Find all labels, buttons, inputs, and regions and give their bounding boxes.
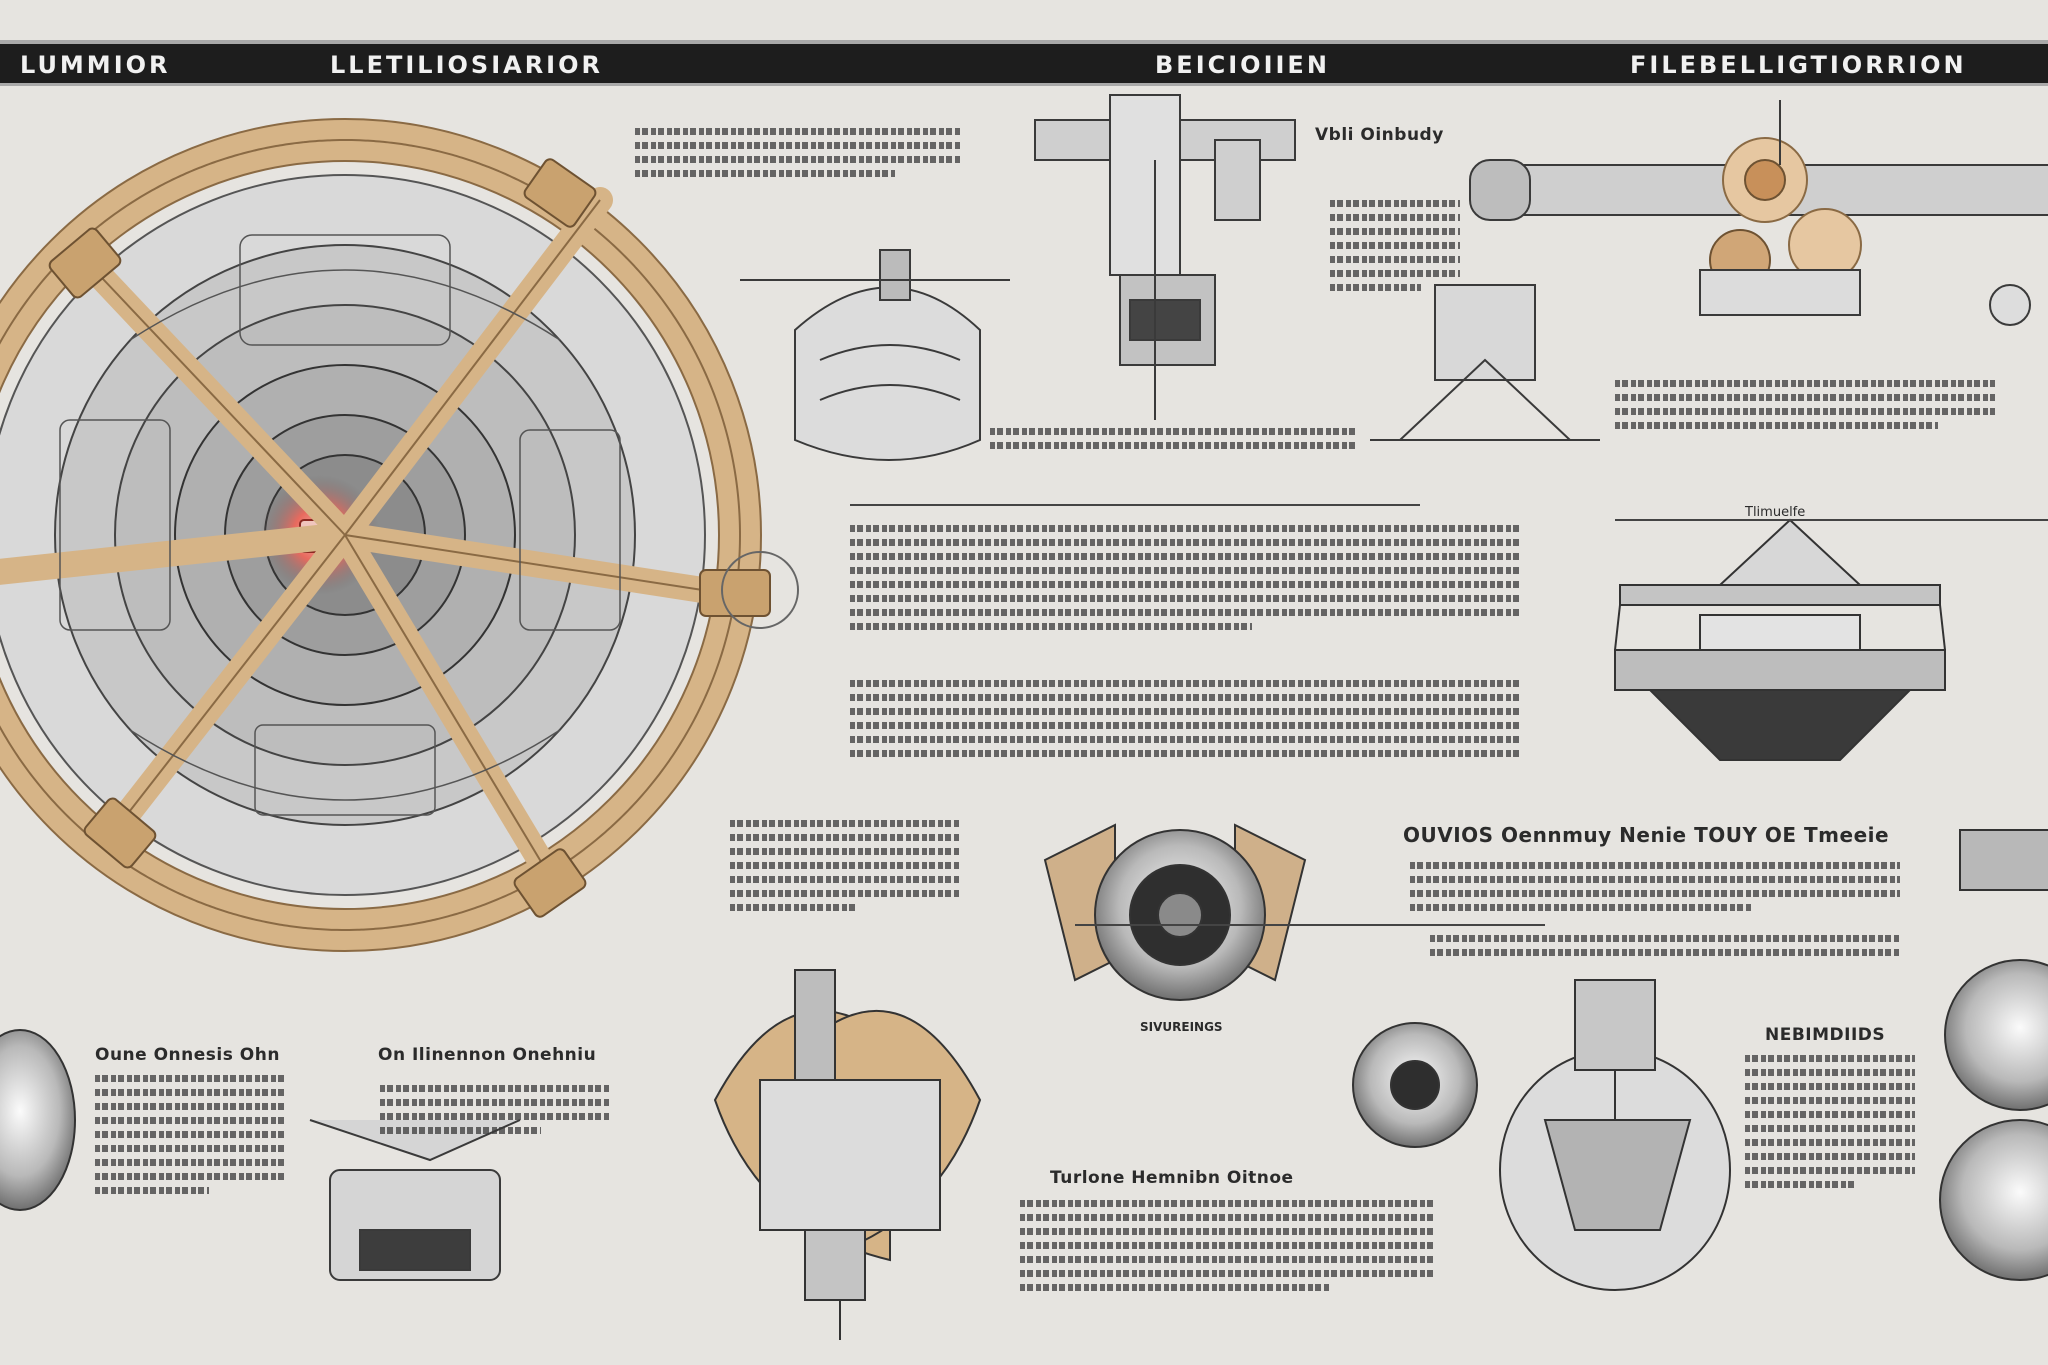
helmet-sketch [740, 249, 1010, 461]
pod-illustration [1614, 518, 1946, 761]
top-right-assembly [1469, 100, 2048, 326]
text-block-center-left [730, 820, 960, 918]
lens-sketch [1352, 1022, 1478, 1148]
text-block-right-col [1745, 1055, 1915, 1195]
text-block-center-1 [850, 525, 1520, 637]
top-center-mechanism [1034, 94, 1296, 420]
section-heading-right: NEBIMDIIDS [1765, 1025, 1886, 1045]
section-heading-bottom: Turlone Hemnibn Oitnoe [1050, 1168, 1294, 1188]
camera-tag: SIVUREINGS [1140, 1020, 1223, 1034]
header-title-1: LUMMIOR [20, 51, 171, 79]
text-block-center-2 [850, 680, 1520, 764]
top-mid-caption: Vbli Oinbudy [1315, 125, 1444, 145]
camera-illustration [1043, 823, 1307, 1001]
section-heading-main: OUVIOS Oennmuy Nenie TOUY OE Tmeeie [1403, 823, 1890, 847]
header-title-4: FILEBELLIGTIORRION [1630, 51, 1967, 79]
engine-block-sketch [309, 1119, 521, 1281]
text-block-top-left [635, 128, 960, 184]
shell-device-illustration [713, 969, 982, 1340]
sphere-frame-illustration [1499, 979, 1731, 1291]
left-edge-device [0, 1029, 76, 1211]
text-block-under-helmet [990, 428, 1355, 456]
text-block-right-top [1615, 380, 1995, 436]
pod-tag: Tlimuelfe [1745, 505, 1806, 520]
section-heading-left-2: On Ilinennon Onehniu [378, 1045, 597, 1065]
text-block-right-mid [1410, 862, 1900, 918]
text-block-top-mid [1330, 200, 1460, 298]
header-title-3: BEICIOIIEN [1155, 51, 1330, 79]
header-title-2: LLETILIOSIARIOR [330, 51, 603, 79]
text-block-bottom-mid [1020, 1200, 1435, 1298]
reactor-ring-illustration [0, 118, 799, 952]
section-heading-left: Oune Onnesis Ohn [95, 1045, 280, 1065]
right-edge-cluster [1939, 829, 2048, 1281]
text-block-left-col-2 [380, 1085, 610, 1141]
tripod-sketch [1370, 284, 1600, 441]
text-block-left-col [95, 1075, 285, 1201]
title-bar: LUMMIOR LLETILIOSIARIOR BEICIOIIEN FILEB… [0, 40, 2048, 86]
text-block-right-mid-2 [1430, 935, 1900, 963]
